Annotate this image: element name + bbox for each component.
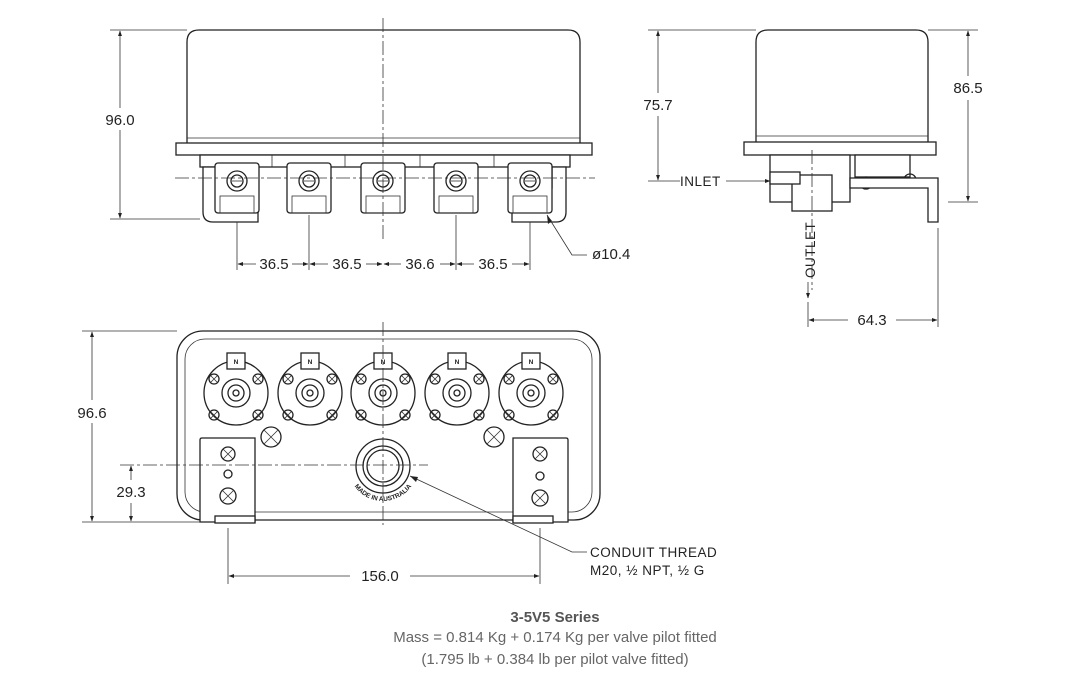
front-port-1 xyxy=(214,162,260,214)
label-outlet: OUTLET xyxy=(803,222,818,278)
valve-tag: N xyxy=(234,359,239,366)
front-ports xyxy=(214,162,553,214)
top-valve-5: N xyxy=(498,352,564,426)
valve-tag: N xyxy=(529,359,534,366)
label-conduit-sizes: M20, ½ NPT, ½ G xyxy=(590,563,705,578)
caption: 3-5V5 Series Mass = 0.814 Kg + 0.174 Kg … xyxy=(393,609,717,668)
dim-port-diameter: ø10.4 xyxy=(592,246,630,263)
label-inlet: INLET xyxy=(680,174,721,189)
side-housing xyxy=(755,29,929,142)
valve-tag: N xyxy=(308,359,313,366)
front-port-2 xyxy=(286,162,332,214)
caption-mass-imperial: (1.795 lb + 0.384 lb per pilot valve fit… xyxy=(421,651,688,668)
top-housing-outline xyxy=(176,330,601,521)
dim-side-body-height: 75.7 xyxy=(643,97,672,114)
top-valve-1: N xyxy=(203,352,269,426)
front-view: 96.0 36.5 36.5 36.6 36.5 ø10.4 xyxy=(105,18,630,273)
side-view: 75.7 86.5 INLET OUTLET 64.3 xyxy=(643,29,983,329)
top-left-bracket xyxy=(199,437,256,524)
valve-tag: N xyxy=(455,359,460,366)
dim-front-height: 96.0 xyxy=(105,112,134,129)
dim-side-total-height: 86.5 xyxy=(953,80,982,97)
front-housing xyxy=(186,29,581,143)
caption-title: 3-5V5 Series xyxy=(510,609,599,626)
top-right-bracket xyxy=(512,437,569,524)
front-port-4 xyxy=(433,162,479,214)
dim-spacing-1: 36.5 xyxy=(259,256,288,273)
front-flange xyxy=(175,142,593,156)
top-valve-2: N xyxy=(277,352,343,426)
dim-top-height: 96.6 xyxy=(77,405,106,422)
label-conduit-thread: CONDUIT THREAD xyxy=(590,545,717,560)
top-valve-4: N xyxy=(424,352,490,426)
caption-mass-metric: Mass = 0.814 Kg + 0.174 Kg per valve pil… xyxy=(393,629,717,646)
dim-spacing-4: 36.5 xyxy=(478,256,507,273)
front-port-5 xyxy=(507,162,553,214)
dim-side-depth: 64.3 xyxy=(857,312,886,329)
dim-spacing-3: 36.6 xyxy=(405,256,434,273)
dim-top-width: 156.0 xyxy=(361,568,399,585)
dim-spacing-2: 36.5 xyxy=(332,256,361,273)
dim-top-conduit-offset: 29.3 xyxy=(116,484,145,501)
